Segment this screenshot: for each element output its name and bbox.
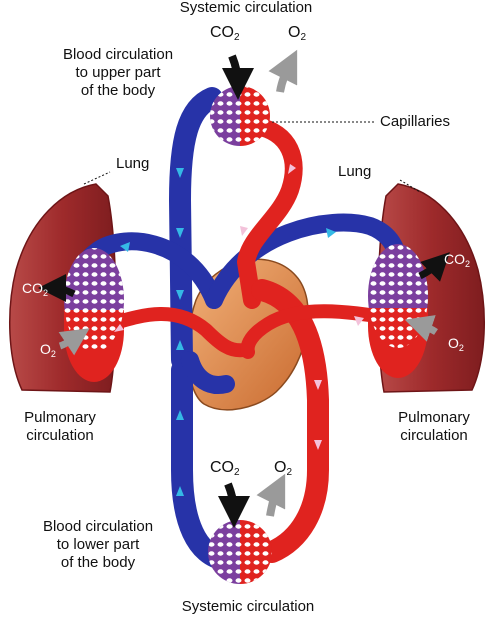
systemic-circulation-top-label: Systemic circulation [179, 0, 313, 16]
co2-label-top: CO2 [210, 24, 240, 43]
o2-label-top: O2 [288, 24, 307, 43]
pulmonary-circulation-left-label: Pulmonary circulation [24, 409, 96, 444]
co2-label-right: CO2 [444, 251, 471, 269]
capillary-bed-right-lung [368, 244, 428, 378]
descending-aorta [251, 279, 329, 563]
co2-label-bottom: CO2 [210, 459, 240, 478]
capillary-bed-bottom [208, 520, 272, 584]
lung-left-label: Lung [116, 155, 150, 172]
pulmonary-vein-right [240, 304, 397, 359]
o2-arrow-bottom [256, 473, 286, 517]
systemic-circulation-bottom-label: Systemic circulation [181, 598, 315, 615]
upper-body-label: Blood circulation to upper part of the b… [62, 46, 174, 99]
o2-arrow-top [268, 49, 298, 93]
co2-arrow-bottom [217, 482, 250, 528]
lower-body-label: Blood circulation to lower part of the b… [42, 518, 154, 571]
co2-arrow-left [38, 274, 76, 303]
co2-arrow-right [418, 252, 450, 282]
capillaries-label: Capillaries [380, 113, 451, 130]
capillary-bed-top [210, 86, 270, 146]
o2-arrow-right [404, 315, 438, 342]
lung-right-label: Lung [338, 163, 372, 180]
o2-label-left: O2 [40, 341, 56, 359]
right-heart-return [181, 351, 235, 394]
o2-arrow-left [58, 328, 90, 356]
o2-label-bottom: O2 [274, 459, 293, 478]
capillary-bed-left-lung [64, 248, 124, 382]
lung-left-leader [83, 171, 111, 185]
co2-arrow-top [221, 54, 254, 100]
pulmonary-circulation-right-label: Pulmonary circulation [398, 409, 470, 444]
o2-label-right: O2 [448, 335, 464, 353]
aorta-arch [237, 117, 303, 309]
flow-arrows-pink [114, 164, 364, 450]
flow-arrows-blue [120, 168, 336, 496]
co2-label-left: CO2 [22, 280, 49, 298]
superior-vena-cava [169, 87, 223, 371]
